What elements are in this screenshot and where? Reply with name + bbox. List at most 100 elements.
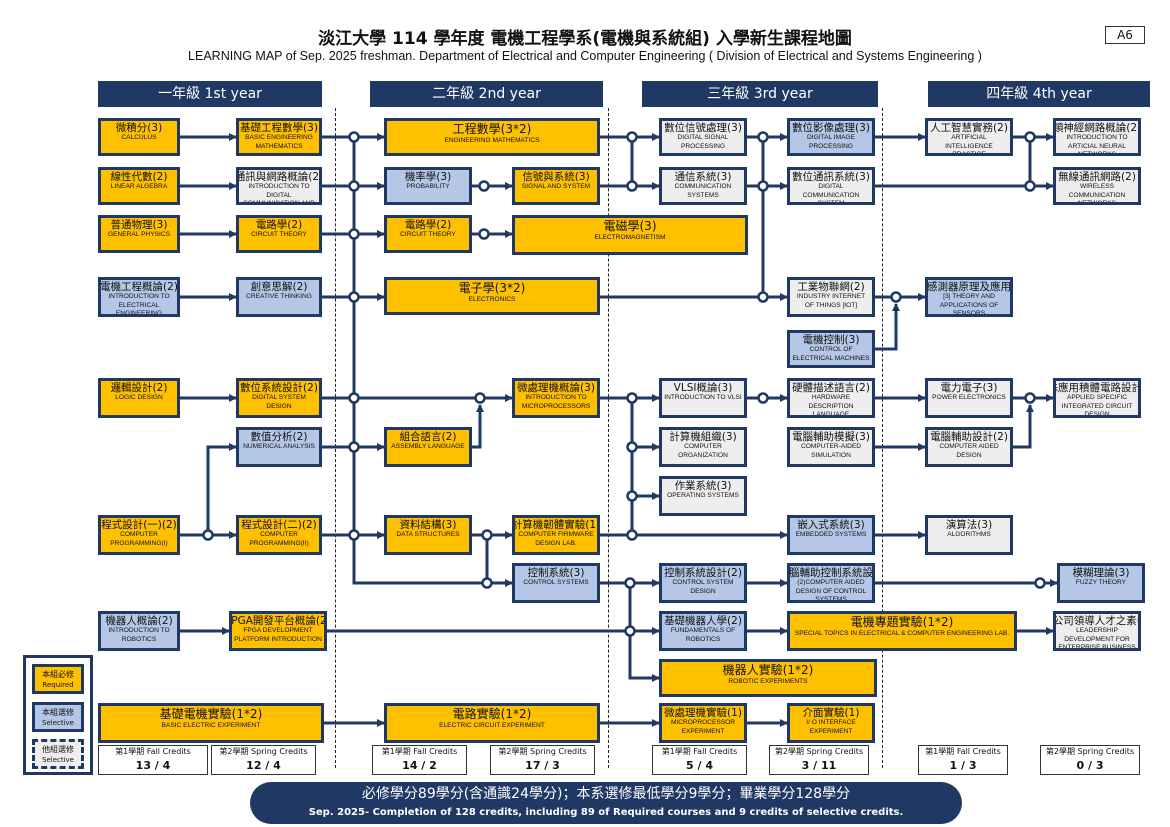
junction-node bbox=[348, 180, 360, 192]
course-ds: 資料結構(3)DATA STRUCTURES bbox=[384, 515, 472, 555]
connector-line bbox=[352, 137, 487, 585]
junction-node bbox=[348, 131, 360, 143]
junction-node bbox=[481, 529, 493, 541]
course-name-en: BASIC ENGINEERING MATHEMATICS bbox=[245, 134, 313, 150]
course-name-en: CONTROL OF ELECTRICAL MACHINES bbox=[792, 346, 870, 362]
course-name-en: I/ O INTERFACE EXPERIMENT bbox=[806, 719, 856, 735]
course-name-en: CONTROL SYSTEM DESIGN bbox=[672, 579, 734, 595]
credits-label: 第2學期 Spring Credits bbox=[219, 747, 308, 756]
course-prog2: 程式設計(二)(2)COMPUTER PROGRAMMING(II) bbox=[236, 515, 322, 555]
course-name-en: DIGITAL SYSTEM DESIGN bbox=[252, 394, 306, 410]
legend-sub: Required bbox=[42, 681, 74, 689]
course-microexp: 微處理機實驗(1)MICROPROCESSOR EXPERIMENT bbox=[659, 703, 747, 743]
course-ctrldesign: 控制系統設計(2)CONTROL SYSTEM DESIGN bbox=[659, 563, 747, 603]
course-name-en: COMPUTER FIRMWARE DESIGN LAB. bbox=[518, 531, 594, 547]
course-name-zh: 控制系統(3) bbox=[527, 567, 585, 579]
course-prog1: 程式設計(一)(2)COMPUTER PROGRAMMING(I) bbox=[98, 515, 180, 555]
course-name-zh: 基礎電機實驗(1*2) bbox=[159, 707, 263, 721]
course-name-zh: FPGA開發平台概論(2) bbox=[229, 615, 327, 627]
junction-node bbox=[481, 577, 493, 589]
course-name-en: ELECTRIC CIRCUIT EXPERIMENT bbox=[439, 722, 545, 729]
course-name-zh: 電機專題實驗(1*2) bbox=[850, 615, 954, 629]
junction-node bbox=[624, 577, 636, 589]
course-name-zh: 控制系統設計(2) bbox=[664, 567, 742, 579]
course-name-zh: 程式設計(一)(2) bbox=[101, 519, 177, 531]
credits-label: 第1學期 Fall Credits bbox=[925, 747, 1001, 756]
course-phys: 普通物理(3)GENERAL PHYSICS bbox=[98, 215, 180, 253]
course-electronics: 電子學(3*2)ELECTRONICS bbox=[384, 277, 600, 315]
course-name-zh: 微處理機概論(3) bbox=[517, 382, 595, 394]
course-name-en: LEADERSHIP DEVELOPMENT FOR ENTERPRISE BU… bbox=[1058, 627, 1136, 651]
course-name-en: COMPUTER AIDED DESIGN bbox=[939, 443, 999, 459]
course-name-zh: 通訊與網路概論(2) bbox=[236, 171, 322, 183]
page-subtitle: LEARNING MAP of Sep. 2025 freshman. Depa… bbox=[188, 49, 982, 63]
year-divider bbox=[335, 108, 336, 768]
junction-node bbox=[626, 441, 638, 453]
course-name-zh: 邏輯設計(2) bbox=[110, 382, 168, 394]
course-logic: 邏輯設計(2)LOGIC DESIGN bbox=[98, 378, 180, 418]
course-iiot: 工業物聯網(2)INDUSTRY INTERNET OF THINGS [IOT… bbox=[787, 277, 875, 317]
course-name-zh: 硬體描述語言(2) bbox=[792, 382, 870, 394]
course-name-zh: 線性代數(2) bbox=[110, 171, 168, 183]
course-name-zh: 微積分(3) bbox=[115, 122, 163, 134]
course-dip: 數位影像處理(3)DIGITAL IMAGE PROCESSING bbox=[787, 118, 875, 156]
junction-node bbox=[757, 291, 769, 303]
course-name-en: APPLIED SPECIFIC INTEGRATED CIRCUIT DESI… bbox=[1061, 394, 1133, 418]
course-dsd: 數位系統設計(2)DIGITAL SYSTEM DESIGN bbox=[236, 378, 322, 418]
prerequisite-arrow bbox=[485, 535, 513, 587]
course-name-zh: 數位通訊系統(3) bbox=[792, 171, 870, 183]
prerequisite-arrow bbox=[472, 404, 484, 449]
course-name-en: INTRODUCTION TO DIGITAL COMMUNICATION AN… bbox=[242, 183, 316, 205]
course-name-en: ELECTROMAGNETISM bbox=[594, 234, 666, 241]
junction-node bbox=[757, 131, 769, 143]
junction-node bbox=[626, 529, 638, 541]
course-ann: 類神經網路概論(2)INTRODUCTION TO ARTICIAL NEURA… bbox=[1053, 118, 1141, 156]
course-name-zh: 機率學(3) bbox=[404, 171, 452, 183]
course-algo: 演算法(3)ALGORITHMS bbox=[925, 515, 1013, 555]
legend-sub: Selective bbox=[42, 756, 74, 764]
course-name-en: SPECIAL TOPICS IN ELECTRICAL & COMPUTER … bbox=[794, 630, 1010, 637]
credits-value: 13 / 4 bbox=[135, 759, 171, 772]
legend-label: 本組選修 bbox=[42, 708, 74, 717]
course-name-en: LINEAR ALGEBRA bbox=[110, 183, 168, 190]
credits-label: 第1學期 Fall Credits bbox=[661, 747, 738, 756]
junction-node bbox=[478, 228, 490, 240]
credits-label: 第2學期 Spring Credits bbox=[1045, 747, 1135, 756]
course-name-zh: 人工智慧實務(2) bbox=[930, 122, 1008, 134]
course-name-en: CIRCUIT THEORY bbox=[400, 231, 456, 238]
junction-node bbox=[1034, 577, 1046, 589]
course-name-zh: 演算法(3) bbox=[945, 519, 993, 531]
course-name-en: OPERATING SYSTEMS bbox=[667, 492, 739, 499]
course-name-zh: 電機控制(3) bbox=[802, 334, 860, 346]
course-name-en: CREATIVE THINKING bbox=[246, 293, 312, 300]
junction-node bbox=[757, 180, 769, 192]
course-name-zh: 基礎工程數學(3) bbox=[240, 122, 318, 134]
course-special: 電機專題實驗(1*2)SPECIAL TOPICS IN ELECTRICAL … bbox=[787, 611, 1017, 651]
course-name-zh: 科技公司領導人才之素養(2) bbox=[1053, 615, 1138, 627]
course-name-en: CIRCUIT THEORY bbox=[251, 231, 307, 238]
prerequisite-arrow bbox=[628, 583, 660, 682]
course-name-zh: 數位信號處理(3) bbox=[664, 122, 742, 134]
course-name-zh: 電力電子(3) bbox=[940, 382, 998, 394]
course-name-zh: 程式設計(二)(2) bbox=[241, 519, 317, 531]
course-name-en: POWER ELECTRONICS bbox=[932, 394, 1006, 401]
course-name-en: ALGORITHMS bbox=[947, 531, 991, 538]
course-cad: 電腦輔助設計(2)COMPUTER AIDED DESIGN bbox=[925, 427, 1013, 467]
course-name-zh: 微處理機實驗(1) bbox=[664, 707, 742, 719]
course-name-zh: 感測器原理及應用 bbox=[927, 281, 1011, 293]
map-code: A6 bbox=[1105, 26, 1145, 44]
course-name-zh: 特殊應用積體電路設計(2) bbox=[1056, 382, 1138, 394]
course-circuit2: 電路學(2)CIRCUIT THEORY bbox=[384, 215, 472, 253]
course-name-en: INTRODUCTION TO ARTICIAL NEURAL NETWORKS bbox=[1066, 134, 1128, 156]
course-name-en: BASIC ELECTRIC EXPERIMENT bbox=[161, 722, 261, 729]
course-asic: 特殊應用積體電路設計(2)APPLIED SPECIFIC INTEGRATED… bbox=[1053, 378, 1141, 418]
course-creative: 創意思解(2)CREATIVE THINKING bbox=[236, 277, 322, 317]
course-robotexp: 機器人實驗(1*2)ROBOTIC EXPERIMENTS bbox=[659, 659, 877, 697]
course-name-zh: 計算機組織(3) bbox=[669, 431, 737, 443]
course-assembly: 組合語言(2)ASSEMBLY LANGUAGE bbox=[384, 427, 472, 467]
